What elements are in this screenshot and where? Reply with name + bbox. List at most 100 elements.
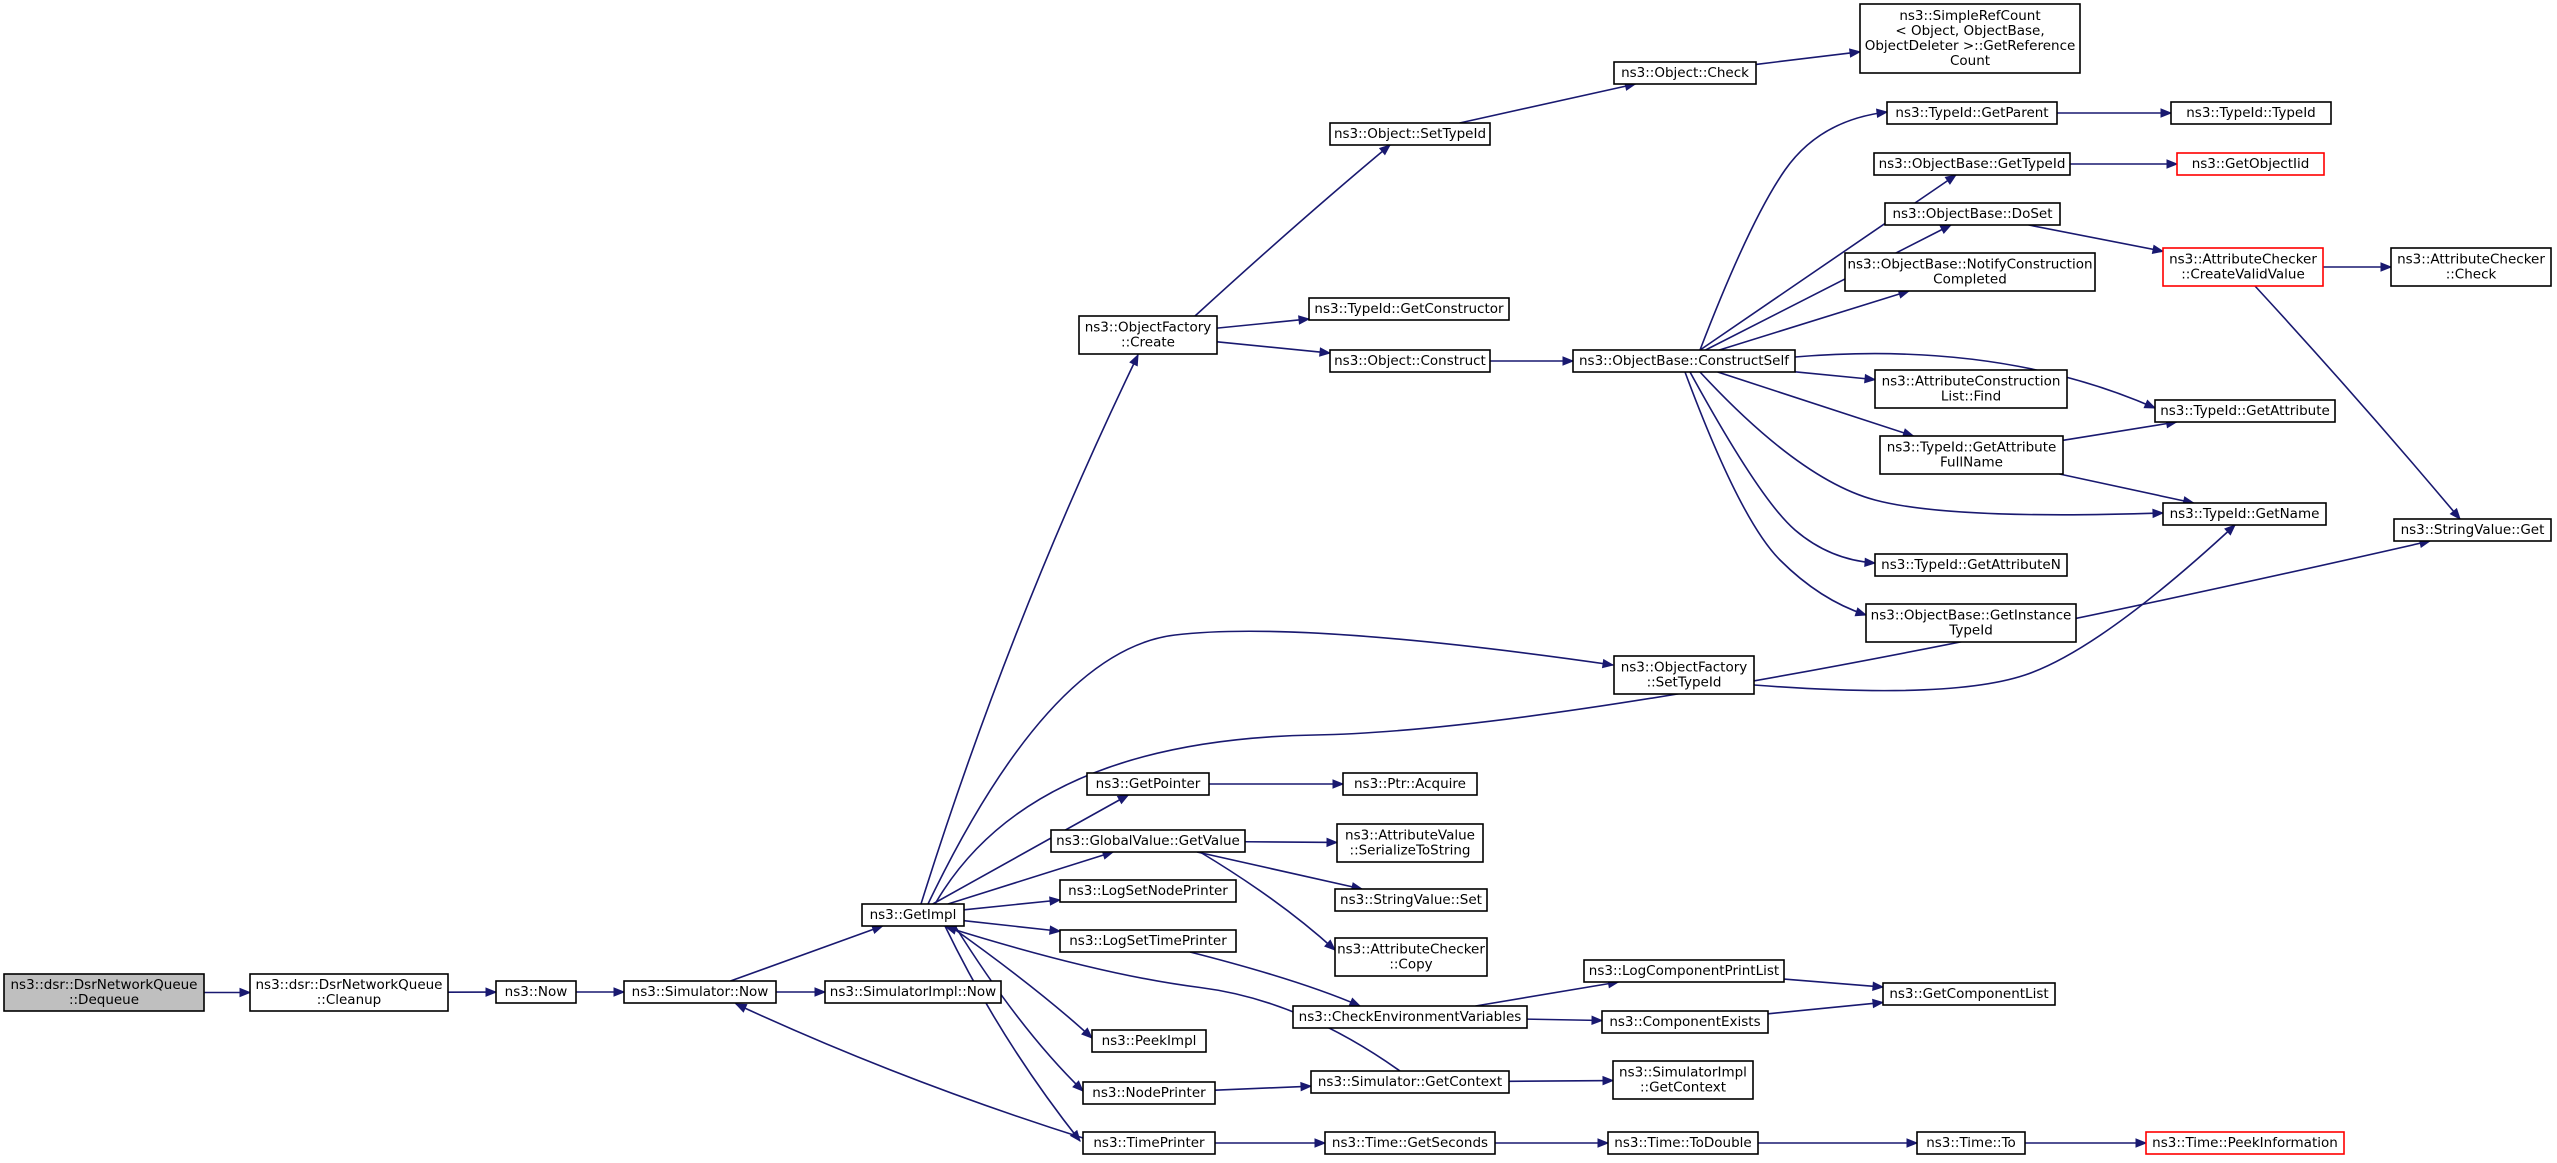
node-box[interactable] (861, 903, 965, 927)
function-node-typeGetCtor[interactable]: ns3::TypeId::GetConstructor (1308, 297, 1510, 321)
function-node-getImpl[interactable]: ns3::GetImpl (861, 903, 965, 927)
function-node-attrCheckerCheck[interactable]: ns3::AttributeChecker::Check (2390, 247, 2552, 287)
node-box[interactable] (2176, 152, 2325, 176)
function-node-cleanup[interactable]: ns3::dsr::DsrNetworkQueue::Cleanup (249, 973, 449, 1012)
function-node-getObjectIid[interactable]: ns3::GetObjectIid (2176, 152, 2325, 176)
node-box[interactable] (2393, 518, 2552, 542)
node-box[interactable] (2162, 247, 2324, 287)
node-box[interactable] (1874, 553, 2068, 577)
function-node-getPointer[interactable]: ns3::GetPointer (1086, 772, 1210, 796)
function-node-timeToDouble[interactable]: ns3::Time::ToDouble (1607, 1131, 1759, 1155)
function-node-dequeue[interactable]: ns3::dsr::DsrNetworkQueue::Dequeue (3, 973, 205, 1012)
function-node-objFactSetTypeId[interactable]: ns3::ObjectFactory::SetTypeId (1613, 655, 1755, 695)
function-node-simNow[interactable]: ns3::Simulator::Now (623, 980, 777, 1004)
node-box[interactable] (1078, 315, 1218, 355)
function-node-objBaseGetTypeId[interactable]: ns3::ObjectBase::GetTypeId (1873, 152, 2071, 176)
function-node-logCompPrintList[interactable]: ns3::LogComponentPrintList (1583, 959, 1785, 983)
function-node-objCheck[interactable]: ns3::Object::Check (1613, 61, 1757, 85)
node-box[interactable] (1601, 1010, 1769, 1034)
node-box[interactable] (1859, 3, 2081, 74)
function-node-simImplNow[interactable]: ns3::SimulatorImpl::Now (824, 980, 1002, 1004)
node-box[interactable] (1082, 1081, 1216, 1105)
function-node-typeGetAttribute[interactable]: ns3::TypeId::GetAttribute (2154, 399, 2336, 423)
function-node-timePrinter[interactable]: ns3::TimePrinter (1082, 1131, 1216, 1155)
node-box[interactable] (2170, 101, 2332, 125)
node-box[interactable] (1059, 929, 1237, 953)
node-box[interactable] (2390, 247, 2552, 287)
node-box[interactable] (824, 980, 1002, 1004)
node-box[interactable] (1086, 772, 1210, 796)
function-node-checkEnvVars[interactable]: ns3::CheckEnvironmentVariables (1292, 1005, 1528, 1029)
node-box[interactable] (1874, 369, 2068, 409)
function-node-simpleRef[interactable]: ns3::SimpleRefCount< Object, ObjectBase,… (1859, 3, 2081, 74)
node-box[interactable] (1884, 202, 2061, 226)
node-box[interactable] (1334, 937, 1488, 977)
node-box[interactable] (1613, 61, 1757, 85)
node-box[interactable] (1873, 152, 2071, 176)
function-node-attrCheckerCopy[interactable]: ns3::AttributeChecker::Copy (1334, 937, 1488, 977)
node-box[interactable] (249, 973, 449, 1012)
function-node-peekImpl[interactable]: ns3::PeekImpl (1091, 1029, 1207, 1053)
function-node-objBaseDoSet[interactable]: ns3::ObjectBase::DoSet (1884, 202, 2061, 226)
function-node-typeGetName[interactable]: ns3::TypeId::GetName (2162, 502, 2327, 526)
function-node-typeGetAttrN[interactable]: ns3::TypeId::GetAttributeN (1874, 553, 2068, 577)
function-node-typeGetParent[interactable]: ns3::TypeId::GetParent (1886, 101, 2058, 125)
node-box[interactable] (1329, 349, 1491, 373)
function-node-notifyConstruction[interactable]: ns3::ObjectBase::NotifyConstructionCompl… (1844, 252, 2096, 292)
function-node-simGetContext[interactable]: ns3::Simulator::GetContext (1310, 1070, 1510, 1094)
node-box[interactable] (1613, 655, 1755, 695)
function-node-stringValueGet[interactable]: ns3::StringValue::Get (2393, 518, 2552, 542)
function-node-simImplGetContext[interactable]: ns3::SimulatorImpl::GetContext (1612, 1060, 1754, 1100)
node-box[interactable] (1050, 829, 1246, 853)
function-node-timeTo[interactable]: ns3::Time::To (1916, 1131, 2026, 1155)
function-node-objConstruct[interactable]: ns3::Object::Construct (1329, 349, 1491, 373)
node-box[interactable] (2145, 1131, 2345, 1155)
function-node-ptrAcquire[interactable]: ns3::Ptr::Acquire (1342, 772, 1478, 796)
function-node-typeIdTypeId[interactable]: ns3::TypeId::TypeId (2170, 101, 2332, 125)
node-box[interactable] (495, 980, 577, 1004)
node-box[interactable] (1879, 435, 2064, 475)
function-node-timeGetSeconds[interactable]: ns3::Time::GetSeconds (1324, 1131, 1496, 1155)
node-box[interactable] (1292, 1005, 1528, 1029)
node-box[interactable] (623, 980, 777, 1004)
function-node-logSetNodePrinter[interactable]: ns3::LogSetNodePrinter (1059, 879, 1237, 903)
function-node-nodePrinter[interactable]: ns3::NodePrinter (1082, 1081, 1216, 1105)
node-box[interactable] (1583, 959, 1785, 983)
node-box[interactable] (1308, 297, 1510, 321)
function-node-componentExists[interactable]: ns3::ComponentExists (1601, 1010, 1769, 1034)
function-node-getComponentList[interactable]: ns3::GetComponentList (1882, 982, 2056, 1006)
node-box[interactable] (1572, 349, 1796, 373)
node-box[interactable] (1329, 122, 1491, 146)
node-box[interactable] (2162, 502, 2327, 526)
node-box[interactable] (1334, 888, 1488, 912)
function-node-now[interactable]: ns3::Now (495, 980, 577, 1004)
node-box[interactable] (1342, 772, 1478, 796)
function-node-logSetTimePrinter[interactable]: ns3::LogSetTimePrinter (1059, 929, 1237, 953)
node-box[interactable] (1882, 982, 2056, 1006)
node-box[interactable] (1916, 1131, 2026, 1155)
node-box[interactable] (1336, 823, 1484, 863)
function-node-constructSelf[interactable]: ns3::ObjectBase::ConstructSelf (1572, 349, 1796, 373)
node-box[interactable] (1324, 1131, 1496, 1155)
function-node-stringValueSet[interactable]: ns3::StringValue::Set (1334, 888, 1488, 912)
node-box[interactable] (1091, 1029, 1207, 1053)
node-box[interactable] (2154, 399, 2336, 423)
function-node-attrCheckerCreate[interactable]: ns3::AttributeChecker::CreateValidValue (2162, 247, 2324, 287)
function-node-objSetTypeId[interactable]: ns3::Object::SetTypeId (1329, 122, 1491, 146)
node-box[interactable] (1886, 101, 2058, 125)
node-box[interactable] (3, 973, 205, 1012)
node-box[interactable] (1607, 1131, 1759, 1155)
function-node-attrSerialize[interactable]: ns3::AttributeValue::SerializeToString (1336, 823, 1484, 863)
function-node-globalGetValue[interactable]: ns3::GlobalValue::GetValue (1050, 829, 1246, 853)
function-node-timePeekInfo[interactable]: ns3::Time::PeekInformation (2145, 1131, 2345, 1155)
node-box[interactable] (1612, 1060, 1754, 1100)
node-box[interactable] (1865, 603, 2077, 643)
node-box[interactable] (1310, 1070, 1510, 1094)
node-box[interactable] (1059, 879, 1237, 903)
function-node-objFactCreate[interactable]: ns3::ObjectFactory::Create (1078, 315, 1218, 355)
node-box[interactable] (1082, 1131, 1216, 1155)
node-box[interactable] (1844, 252, 2096, 292)
